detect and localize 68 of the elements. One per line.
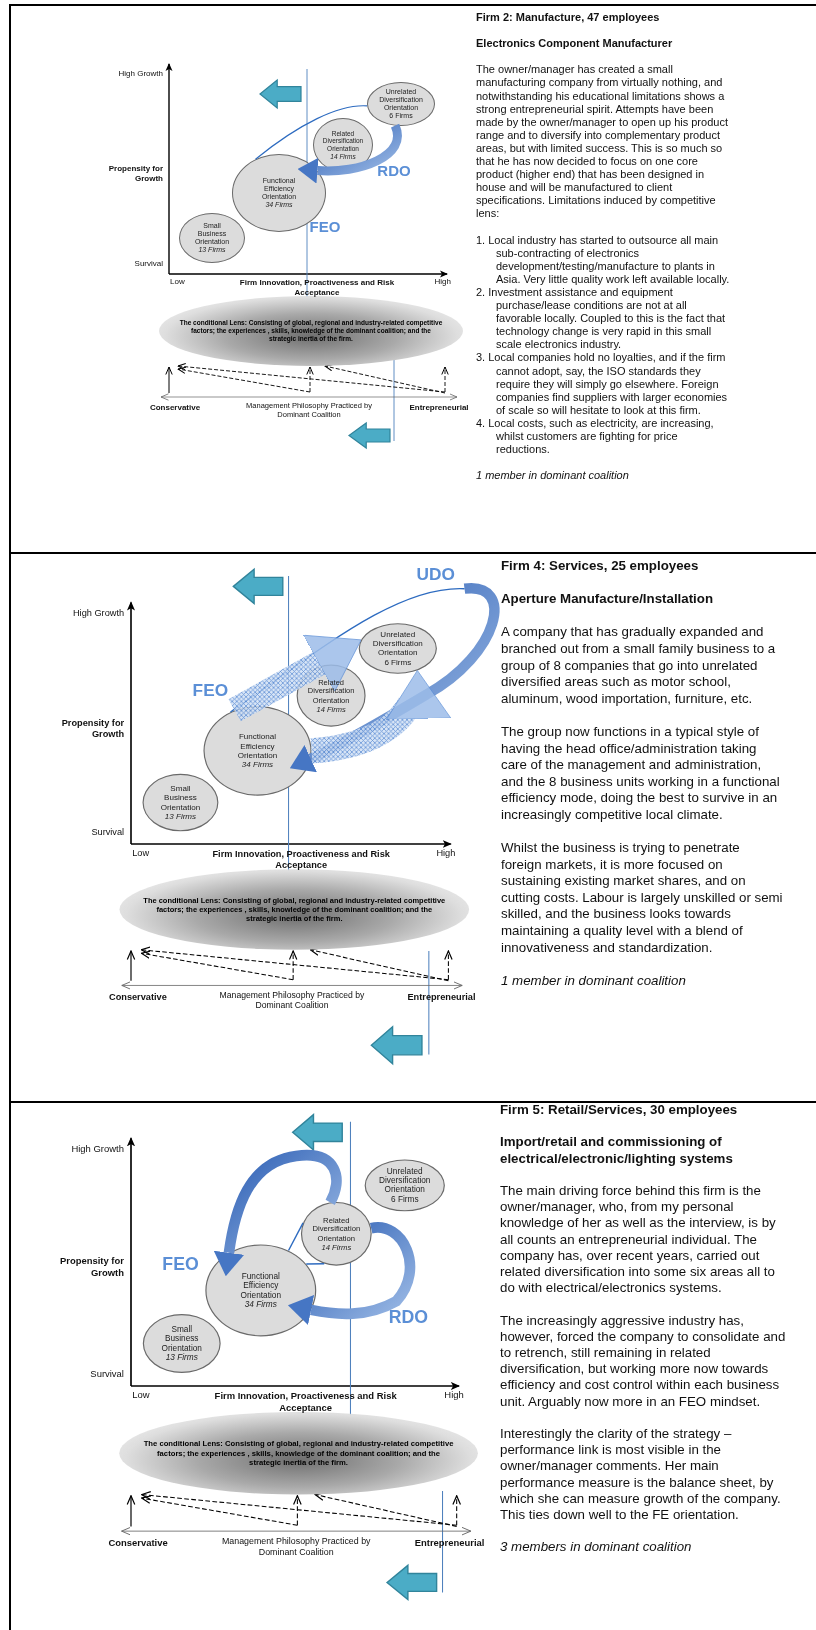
axis-title: Propensity for Growth (107, 164, 163, 184)
orientation-acronym: FEO (161, 1252, 200, 1276)
description-paragraph: The group now functions in a typical style of having the head office/administration taking care of the management and administration, and the 8 business units working in a functional efficiency mode, doing the best to survive in an increasingly competitive local climate. (501, 723, 781, 824)
firm-heading: Firm 4: Services, 25 employees (501, 558, 700, 575)
bubble-label: Small Business Orientation (159, 783, 202, 813)
bubble-label: Functional Efficiency Orientation (239, 1271, 282, 1300)
firm-count: 34 Firms (240, 760, 275, 770)
coalition-note: 3 members in dominant coalition (500, 1539, 693, 1556)
axis-title: Propensity for Growth (60, 717, 125, 740)
axis-label: High Growth (71, 608, 125, 620)
bubble-label: Unrelated Diversification Orientation (371, 630, 424, 658)
scale-title: Management Philosophy Practiced by Dominant Coalition (218, 990, 366, 1011)
coalition-note: 1 member in dominant coalition (501, 972, 687, 990)
list-item: 1. Local industry has started to outsource all main sub-contracting of electronics development/testing/manufacture to plants in Asia. Very little quality work left available locally. (476, 233, 731, 286)
orientation-acronym: RDO (387, 1305, 429, 1329)
description-paragraph: Whilst the business is trying to penetrate foreign markets, it is more focused on sustaining existing market shares, and on cutting costs. Labour is largely unskilled or semi skilled, and the business looks towards maintaining a quality level with a blend of innovativeness and standardization. (501, 840, 783, 957)
description-paragraph: The main driving force behind this firm is the owner/manager, who, from my personal knowledge of her as well as the interview, is by all counts an entrepreneurial individual. The company has, over recent years, carried out related diversification into some six areas all to do with electrical/electronics systems. (500, 1183, 777, 1297)
curved-arrow (213, 1149, 342, 1277)
firm-count: 6 Firms (383, 657, 413, 667)
axis-label: Survival (133, 259, 163, 269)
orientation-acronym: FEO (191, 678, 230, 702)
axis-label: Survival (90, 826, 125, 838)
curved-arrow (287, 1222, 416, 1325)
axis-label: Survival (89, 1368, 124, 1380)
scale-label: Conservative (108, 992, 168, 1004)
axis-label: High (443, 1389, 464, 1401)
curved-arrow (297, 124, 402, 184)
scale-title: Management Philosophy Practiced by Dominant Coalition (220, 1535, 372, 1558)
firm-heading: Firm 2: Manufacture, 47 employees (476, 11, 661, 25)
axis-label: High Growth (70, 1144, 124, 1156)
business-subheading: Import/retail and commissioning of electrical/electronic/lighting systems (500, 1134, 734, 1167)
description-paragraph: Interestingly the clarity of the strategy – performance link is most visible in the owner/manager comments. Her main performance measure is the balance sheet, by which she can measure growth of the company. This ties down well to the FE orientation. (500, 1426, 782, 1524)
scale-label: Conservative (107, 1538, 169, 1550)
firm-count: 34 Firms (243, 1300, 278, 1310)
axis-title: Propensity for Growth (58, 1256, 124, 1279)
description-paragraph: The owner/manager has created a small manufacturing company from virtually nothing, and notwithstanding his educational limitations shows a strong entrepreneurial spirit. Attempts have been made by the owner/manager to open up his product range and to diversify into complementary product areas, but with limited success. This is so much so that he has now decided to focus on one core product (higher end) that has been designed in house and will be manufactured to client specifications. Limitations induced by competitive lens: (476, 63, 729, 221)
scale-label: Entrepreneurial (408, 403, 470, 413)
orientation-acronym: RDO (376, 161, 412, 181)
axis-label: Low (170, 277, 186, 287)
axis-title: Firm Innovation, Proactiveness and Risk Acceptance (238, 278, 396, 298)
firm-count: 13 Firms (163, 812, 198, 822)
business-subheading: Aperture Manufacture/Installation (501, 591, 715, 608)
list-item: 2. Investment assistance and equipment purchase/lease conditions are not at all favorable locally. Coupled to this is the fact that technology change is very rapid in this small scale electronics industry. (476, 285, 727, 352)
connector-line (254, 105, 368, 160)
firm-count: 13 Firms (164, 1353, 199, 1363)
scale-label: Conservative (148, 403, 202, 413)
business-subheading: Electronics Component Manufacturer (476, 37, 674, 51)
firm-count: 6 Firms (390, 1194, 420, 1204)
coalition-note: 1 member in dominant coalition (476, 469, 630, 483)
axis-label: High Growth (117, 69, 163, 79)
description-paragraph: The increasingly aggressive industry has, however, forced the company to consolidate and to retrench, still remaining in related diversification, but working more now towards efficiency and cost control within each business unit. Arguably now more in an FEO mindset. (500, 1312, 787, 1410)
axis-label: High (435, 847, 456, 859)
block-arrow (310, 669, 448, 764)
orientation-acronym: FEO (308, 217, 342, 237)
orientation-bubble (179, 213, 245, 263)
scale-label: Entrepreneurial (406, 992, 477, 1004)
list-item: 3. Local companies hold no loyalties, and if the firm cannot adopt, say, the ISO standards they require they will simply go elsewhere. Foreign companies find suppliers with larger economies of scale so will hesitate to look at this firm. (476, 351, 729, 417)
axis-label: Low (132, 847, 151, 859)
bubble-label: Functional Efficiency Orientation (236, 732, 279, 761)
list-item: 4. Local costs, such as electricity, are increasing, whilst customers are fighting for price reductions. (476, 416, 715, 457)
orientation-acronym: UDO (415, 562, 456, 585)
firm-heading: Firm 5: Retail/Services, 30 employees (500, 1102, 739, 1119)
description-paragraph: A company that has gradually expanded and branched out from a small family business to a group of 8 companies that go into unrelated diversified areas such as motor school, aluminum, wood importation, furniture, etc. (501, 624, 777, 708)
bubble-label: Unrelated Diversification Orientation (378, 1167, 432, 1195)
axis-label: High (433, 277, 451, 287)
axis-label: Low (132, 1389, 151, 1401)
orientation-bubble (358, 623, 437, 674)
bubble-label: Small Business Orientation (160, 1324, 203, 1353)
